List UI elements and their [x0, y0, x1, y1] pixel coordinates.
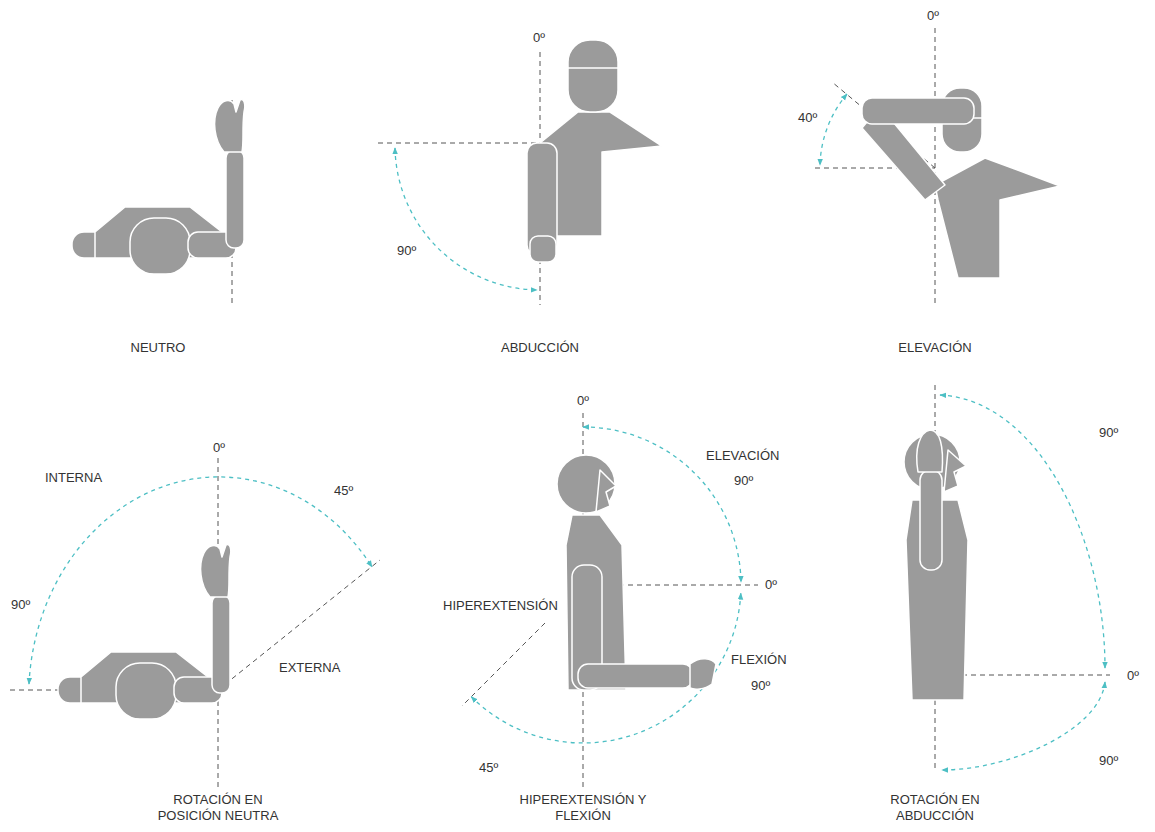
figure-part: [944, 450, 966, 492]
figure-part: [920, 470, 942, 570]
figure-part: [378, 143, 540, 144]
angle-label: 0º: [1126, 668, 1140, 684]
movement-label: ELEVACIÓN: [705, 448, 780, 464]
angle-label: 90º: [1098, 425, 1119, 441]
figure-rotation-abduction: [904, 430, 968, 700]
angle-label: 90º: [396, 243, 417, 259]
figure-part: [530, 236, 556, 262]
angle-label: 45º: [478, 760, 499, 776]
angle-label: 0º: [764, 577, 778, 593]
figure-part: [557, 455, 615, 513]
angle-label: 90º: [733, 473, 754, 489]
angle-label: 90º: [10, 597, 31, 613]
figure-part: [212, 595, 230, 693]
angle-label: 0º: [532, 30, 546, 46]
movement-label: EXTERNA: [278, 660, 341, 676]
figure-part: [942, 682, 1105, 770]
movement-label: HIPEREXTENSIÓN: [442, 598, 559, 614]
angle-label: 40º: [797, 110, 818, 126]
figure-part: [820, 94, 847, 165]
figure-part: [215, 100, 245, 152]
movement-label: INTERNA: [44, 470, 103, 486]
figure-rotation-neutral: [58, 545, 231, 719]
figure-part: [462, 623, 545, 706]
figure-part: [218, 560, 380, 690]
angle-label: 90º: [1098, 753, 1119, 769]
figure-part: [116, 663, 176, 719]
figure-part: [690, 659, 716, 689]
figure-part: [130, 218, 190, 274]
angle-arcs: [29, 94, 1105, 770]
figure-flexion: [557, 455, 716, 690]
figure-part: [935, 158, 1060, 278]
figure-part: [935, 28, 936, 305]
figure-elevation: [862, 88, 1060, 278]
figure-part: [568, 67, 618, 69]
caption: ROTACIÓN EN POSICIÓN NEUTRA: [153, 792, 283, 824]
caption: NEUTRO: [130, 340, 187, 356]
figure-part: [395, 148, 537, 290]
figure-part: [862, 98, 974, 124]
caption: ELEVACIÓN: [897, 340, 972, 356]
figure-part: [578, 664, 693, 688]
figure-abduction: [527, 40, 662, 262]
reference-lines: [10, 28, 1110, 790]
movement-label: FLEXIÓN: [730, 652, 788, 668]
human-figures: [58, 40, 1060, 719]
angle-label: 0º: [212, 440, 226, 456]
angle-label: 90º: [750, 678, 771, 694]
figure-part: [568, 40, 618, 112]
figure-part: [201, 545, 231, 597]
angle-label: 45º: [333, 483, 354, 499]
figure-part: [226, 150, 244, 248]
figure-part: [540, 112, 662, 236]
figure-part: [29, 477, 372, 684]
figure-part: [917, 430, 943, 472]
angle-label: 0º: [926, 8, 940, 24]
angle-label: 0º: [576, 393, 590, 409]
figure-neutral: [72, 100, 245, 274]
caption: ROTACIÓN EN ABDUCCIÓN: [882, 792, 988, 824]
caption: ABDUCCIÓN: [500, 340, 580, 356]
caption: HIPEREXTENSIÓN Y FLEXIÓN: [518, 792, 648, 824]
figure-part: [596, 470, 616, 512]
